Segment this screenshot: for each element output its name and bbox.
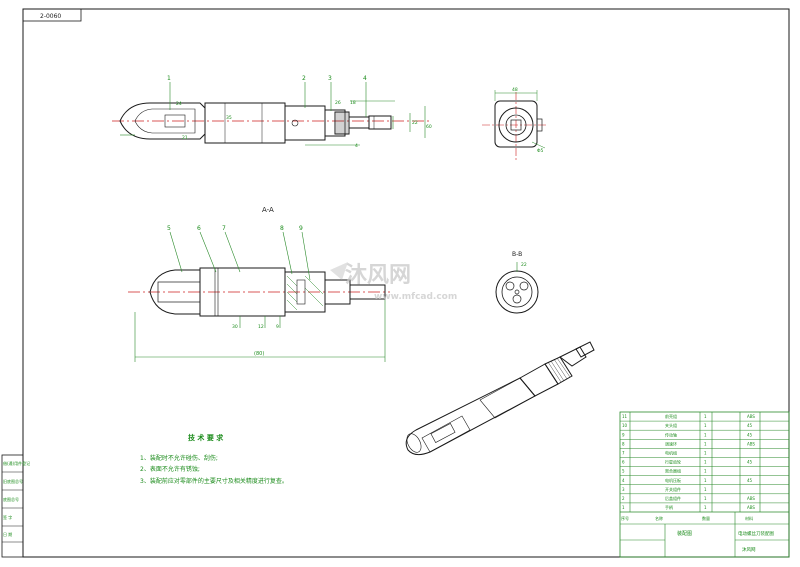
bom-cell-no: 11 bbox=[622, 414, 628, 419]
bom-cell-material: 45 bbox=[747, 460, 753, 465]
end-view-top: 48 Φ5 bbox=[482, 87, 548, 160]
bom-cell-qty: 1 bbox=[704, 505, 707, 510]
isometric-view bbox=[405, 341, 595, 456]
bom-cell-material: ABS bbox=[747, 496, 755, 501]
dim-b: 18 bbox=[350, 100, 356, 106]
watermark-url: www.mfcad.com bbox=[374, 292, 457, 302]
bom-cell-name: 电机压板 bbox=[665, 477, 681, 483]
section-mark-a: A-A bbox=[262, 206, 274, 214]
dim-l: 22 bbox=[521, 262, 527, 268]
drawing-number-box bbox=[22, 8, 82, 22]
bom-cell-name: 手柄 bbox=[665, 504, 673, 510]
dim-h: 30 bbox=[232, 324, 238, 330]
callout-7: 7 bbox=[222, 225, 226, 232]
bom-cell-material: 45 bbox=[747, 423, 753, 428]
bom-cell-name: 前壳组 bbox=[665, 413, 677, 419]
elevation-view: 1 2 3 4 26 18 35 22 60 24 21 4 bbox=[112, 75, 432, 149]
bom-cell-no: 5 bbox=[622, 469, 625, 474]
bom-header-qty: 数量 bbox=[702, 515, 710, 521]
side-strip: 借(通)用件登记 旧底图总号 底图总号 签 字 日 期 bbox=[1, 454, 30, 558]
side-strip-label-2: 旧底图总号 bbox=[3, 478, 23, 484]
dim-c: 35 bbox=[226, 115, 232, 121]
end-view-section: B-B 22 bbox=[495, 251, 539, 314]
bom-cell-no: 10 bbox=[622, 423, 628, 428]
title-block-product: 电动螺丝刀装配图 bbox=[738, 530, 774, 537]
dim-f: 24 bbox=[176, 101, 182, 107]
bom-cell-no: 4 bbox=[622, 478, 625, 483]
bom-cell-material: ABS bbox=[747, 441, 755, 446]
bom-cell-name: 电机组 bbox=[665, 450, 677, 456]
bom-cell-qty: 1 bbox=[704, 423, 707, 428]
callout-5: 5 bbox=[167, 225, 171, 232]
bom-cell-no: 3 bbox=[622, 487, 625, 492]
bom-cell-name: 调速环 bbox=[665, 440, 677, 446]
dim-k: 4 bbox=[355, 143, 358, 149]
bom-cell-qty: 1 bbox=[704, 487, 707, 492]
bom-cell-qty: 1 bbox=[704, 496, 707, 501]
bom-cell-no: 1 bbox=[622, 505, 625, 510]
title-block-assembly: 装配图 bbox=[677, 530, 692, 537]
tech-title: 技 术 要 求 bbox=[188, 433, 224, 442]
section-mark-b: B-B bbox=[512, 251, 522, 258]
side-strip-label-5: 日 期 bbox=[3, 531, 12, 537]
bom-cell-material: 45 bbox=[747, 432, 753, 437]
bom-cell-qty: 1 bbox=[704, 441, 707, 446]
sheet-border bbox=[22, 8, 790, 558]
bom-cell-no: 2 bbox=[622, 496, 625, 501]
watermark-brand: 沐风网 bbox=[345, 263, 411, 288]
bom-cell-qty: 1 bbox=[704, 469, 707, 474]
callout-9: 9 bbox=[299, 225, 303, 232]
technical-requirements: 技 术 要 求 1、装配时不允许碰伤、刮伤; 2、表面不允许有锈蚀; 3、装配前… bbox=[140, 433, 288, 485]
callout-2: 2 bbox=[302, 75, 306, 82]
dim-d: 22 bbox=[412, 120, 418, 126]
bom-cell-no: 7 bbox=[622, 451, 625, 456]
bom-header-no: 序号 bbox=[621, 515, 629, 521]
side-strip-label-1: 借(通)用件登记 bbox=[3, 460, 30, 466]
bom-cell-material: ABS bbox=[747, 505, 755, 510]
callout-3: 3 bbox=[328, 75, 332, 82]
callout-1: 1 bbox=[167, 75, 171, 82]
side-strip-label-3: 底图总号 bbox=[3, 496, 19, 502]
end-view-diameter: Φ5 bbox=[537, 148, 544, 154]
end-view-width: 48 bbox=[512, 87, 518, 93]
callout-8: 8 bbox=[280, 225, 284, 232]
bom-cell-qty: 1 bbox=[704, 414, 707, 419]
drawing-number: 2-0060 bbox=[40, 13, 61, 20]
section-view: 5 6 7 8 9 (80) 30 12 9 bbox=[128, 225, 390, 362]
callout-6: 6 bbox=[197, 225, 201, 232]
bom-cell-name: 离合器组 bbox=[665, 468, 681, 474]
title-block-company: 沐风网 bbox=[742, 546, 756, 553]
bom-cell-material: ABS bbox=[747, 414, 755, 419]
bom-cell-qty: 1 bbox=[704, 451, 707, 456]
watermark: 沐风网 www.mfcad.com bbox=[330, 262, 457, 302]
dim-j: 9 bbox=[276, 324, 279, 330]
bom-cell-no: 6 bbox=[622, 460, 625, 465]
bom-header-name: 名称 bbox=[655, 515, 663, 521]
bom-header-mat: 材料 bbox=[745, 515, 753, 521]
bom-cell-name: 行星齿轮 bbox=[665, 459, 681, 465]
bom-cell-name: 开关组件 bbox=[665, 486, 681, 492]
bom-cell-qty: 1 bbox=[704, 460, 707, 465]
dim-g: 21 bbox=[182, 135, 188, 141]
tech-item-2: 2、表面不允许有锈蚀; bbox=[140, 465, 200, 473]
tech-item-1: 1、装配时不允许碰伤、刮伤; bbox=[140, 454, 218, 462]
bom-cell-name: 夹头组 bbox=[665, 422, 677, 428]
bom-cell-name: 后盖组件 bbox=[665, 495, 681, 501]
dim-total-length: (80) bbox=[254, 351, 264, 357]
tech-item-3: 3、装配前应对零部件的主要尺寸及相关精度进行复查。 bbox=[140, 477, 288, 485]
bom-cell-name: 传动轴 bbox=[665, 431, 677, 437]
bom-cell-material: 45 bbox=[747, 478, 753, 483]
side-strip-label-4: 签 字 bbox=[3, 514, 12, 520]
callout-4: 4 bbox=[363, 75, 367, 82]
bom-cell-qty: 1 bbox=[704, 432, 707, 437]
bom-cell-no: 8 bbox=[622, 441, 625, 446]
dim-i: 12 bbox=[258, 324, 264, 330]
bom-cell-no: 9 bbox=[622, 432, 625, 437]
dim-a: 26 bbox=[335, 100, 341, 106]
dim-e: 60 bbox=[426, 124, 432, 130]
bom-cell-qty: 1 bbox=[704, 478, 707, 483]
